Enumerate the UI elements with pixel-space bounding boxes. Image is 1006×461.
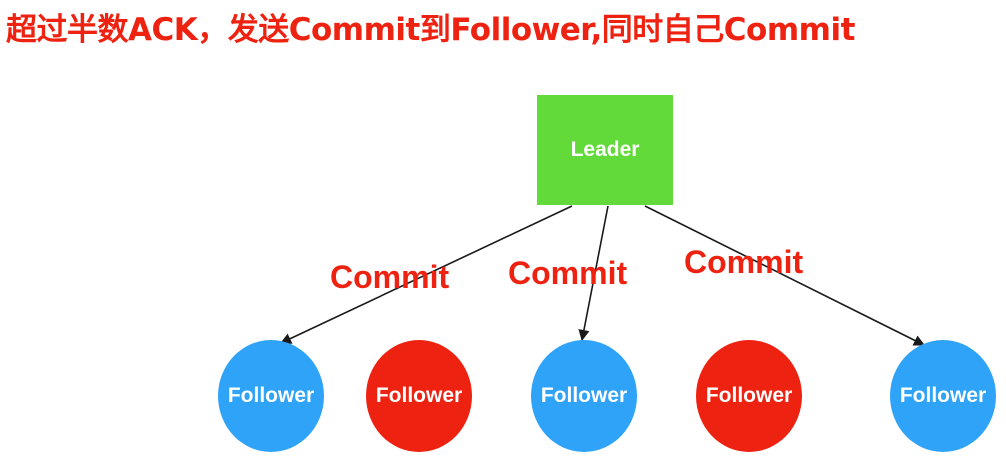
page-title: 超过半数ACK，发送Commit到Follower,同时自己Commit (6, 12, 855, 48)
commit-label-2: Commit (508, 255, 628, 291)
commit-label-3: Commit (684, 244, 804, 280)
follower-node-4: Follower (696, 340, 802, 452)
commit-label-1: Commit (330, 259, 450, 295)
leader-node: Leader (537, 95, 673, 205)
follower-node-1: Follower (218, 340, 324, 452)
commit-edge-follower-1 (279, 205, 573, 344)
follower-node-3: Follower (531, 340, 637, 452)
commit-edge-follower-3 (578, 205, 609, 342)
follower-node-5: Follower (890, 340, 996, 452)
commit-edge-follower-5 (644, 205, 926, 346)
follower-node-2: Follower (366, 340, 472, 452)
